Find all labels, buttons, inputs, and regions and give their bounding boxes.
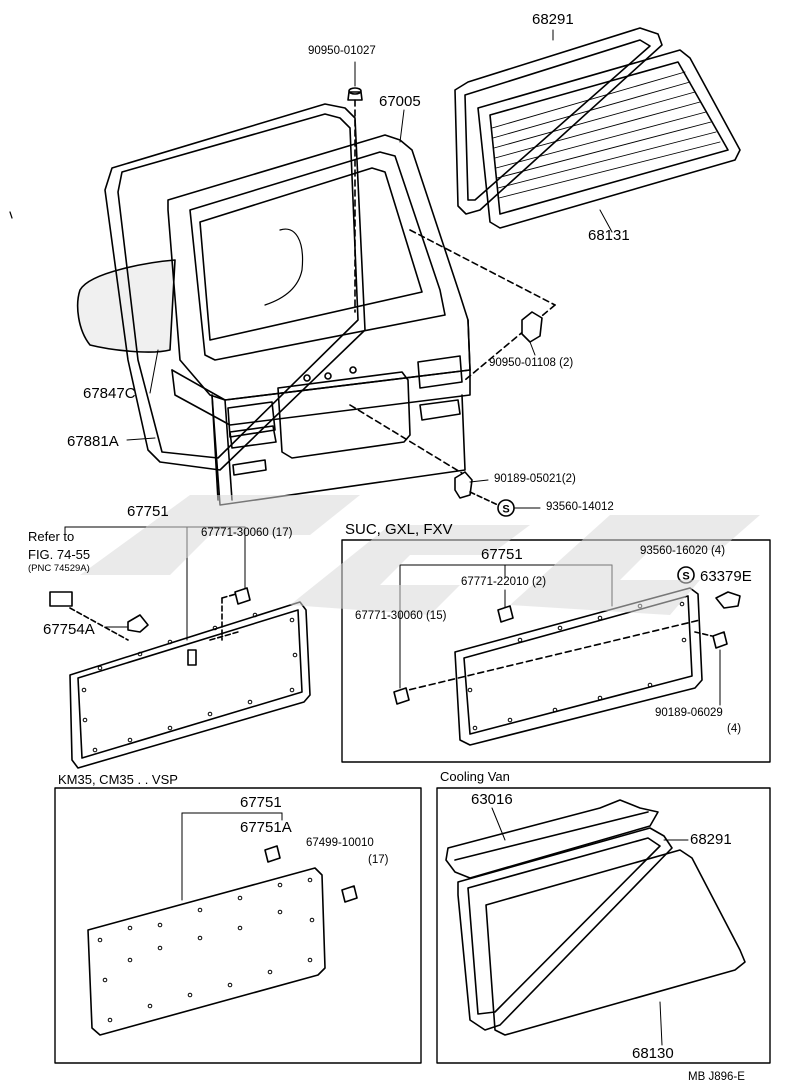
svg-text:S: S — [682, 571, 689, 583]
label-90189-05021: 90189-05021(2) — [494, 473, 576, 485]
screw-93560-16020: S — [677, 566, 695, 584]
bracket-67751-box2 — [181, 812, 283, 901]
label-67751-box1: 67751 — [481, 546, 523, 563]
label-67751-box2: 67751 — [240, 794, 282, 811]
label-90950-01108: 90950-01108 (2) — [489, 357, 574, 369]
top-leader-lines — [126, 29, 613, 441]
footer-code: MB J896-E — [688, 1071, 745, 1083]
box3-title: Cooling Van — [440, 769, 510, 784]
label-67771-22010: 67771-22010 (2) — [461, 576, 547, 588]
label-68291-top: 68291 — [532, 11, 574, 28]
label-90189-06029: 90189-06029 — [655, 707, 723, 719]
box1-title: SUC, GXL, FXV — [345, 521, 453, 538]
clip-67771-30060-left — [221, 587, 251, 641]
glass-68130 — [485, 849, 746, 1046]
clip-67771-22010 — [497, 605, 514, 623]
back-door-shade-67847C — [76, 259, 176, 353]
clip-63379E — [715, 591, 741, 609]
clip-67771-30060-box1 — [393, 687, 410, 705]
svg-text:S: S — [502, 504, 509, 516]
back-door-weatherstrip-67881A — [104, 103, 366, 471]
label-67499-10010-qty: (17) — [368, 854, 389, 866]
clip-67499-10010 — [341, 885, 358, 903]
stopper-90950-01108 — [521, 311, 543, 356]
label-90189-06029-qty: (4) — [727, 723, 742, 735]
clip-90189-06029 — [694, 631, 728, 706]
label-63016: 63016 — [471, 791, 513, 808]
spoiler-63016 — [445, 799, 659, 879]
label-63379E: 63379E — [700, 568, 752, 585]
label-67771-30060-15: 67771-30060 (15) — [355, 610, 447, 622]
weatherstrip-68291-box3 — [457, 827, 689, 1031]
screw-93560-14012: S — [469, 491, 541, 517]
stray-mark — [9, 211, 13, 219]
refer-fig-label: FIG. 74-55 — [28, 547, 91, 562]
label-90950-01027: 90950-01027 — [308, 45, 376, 57]
label-67751-left: 67751 — [127, 503, 169, 520]
label-93560-14012: 93560-14012 — [546, 501, 614, 513]
label-68131: 68131 — [588, 227, 630, 244]
clip-67751A — [264, 845, 281, 863]
box-km35-cm35-vsp — [54, 787, 422, 1064]
label-93560-16020: 93560-16020 (4) — [640, 545, 726, 557]
label-67754A: 67754A — [43, 621, 95, 638]
label-68291-box3: 68291 — [690, 831, 732, 848]
label-67005: 67005 — [379, 93, 421, 110]
clip-90189-05021 — [454, 471, 489, 499]
label-67751A: 67751A — [240, 819, 292, 836]
label-67881A: 67881A — [67, 433, 119, 450]
label-67771-30060-17: 67771-30060 (17) — [201, 527, 293, 539]
trim-board-67751-box2 — [87, 867, 326, 1036]
label-67847C: 67847C — [83, 385, 136, 402]
refer-to-label: Refer to — [28, 529, 75, 544]
back-door-panel-67005 — [167, 134, 556, 506]
label-68130: 68130 — [632, 1045, 674, 1062]
back-door-glass-68131 — [477, 49, 741, 229]
stopper-90950-01027 — [347, 61, 363, 313]
back-door-glass-weatherstrip-68291 — [454, 27, 663, 215]
label-67499-10010: 67499-10010 — [306, 837, 374, 849]
box-cooling-van — [436, 787, 771, 1064]
fig-ref-part — [49, 591, 129, 641]
box2-title: KM35, CM35 . . VSP — [58, 772, 178, 787]
refer-pnc-label: (PNC 74529A) — [28, 563, 90, 574]
cover-67754A — [105, 614, 149, 633]
